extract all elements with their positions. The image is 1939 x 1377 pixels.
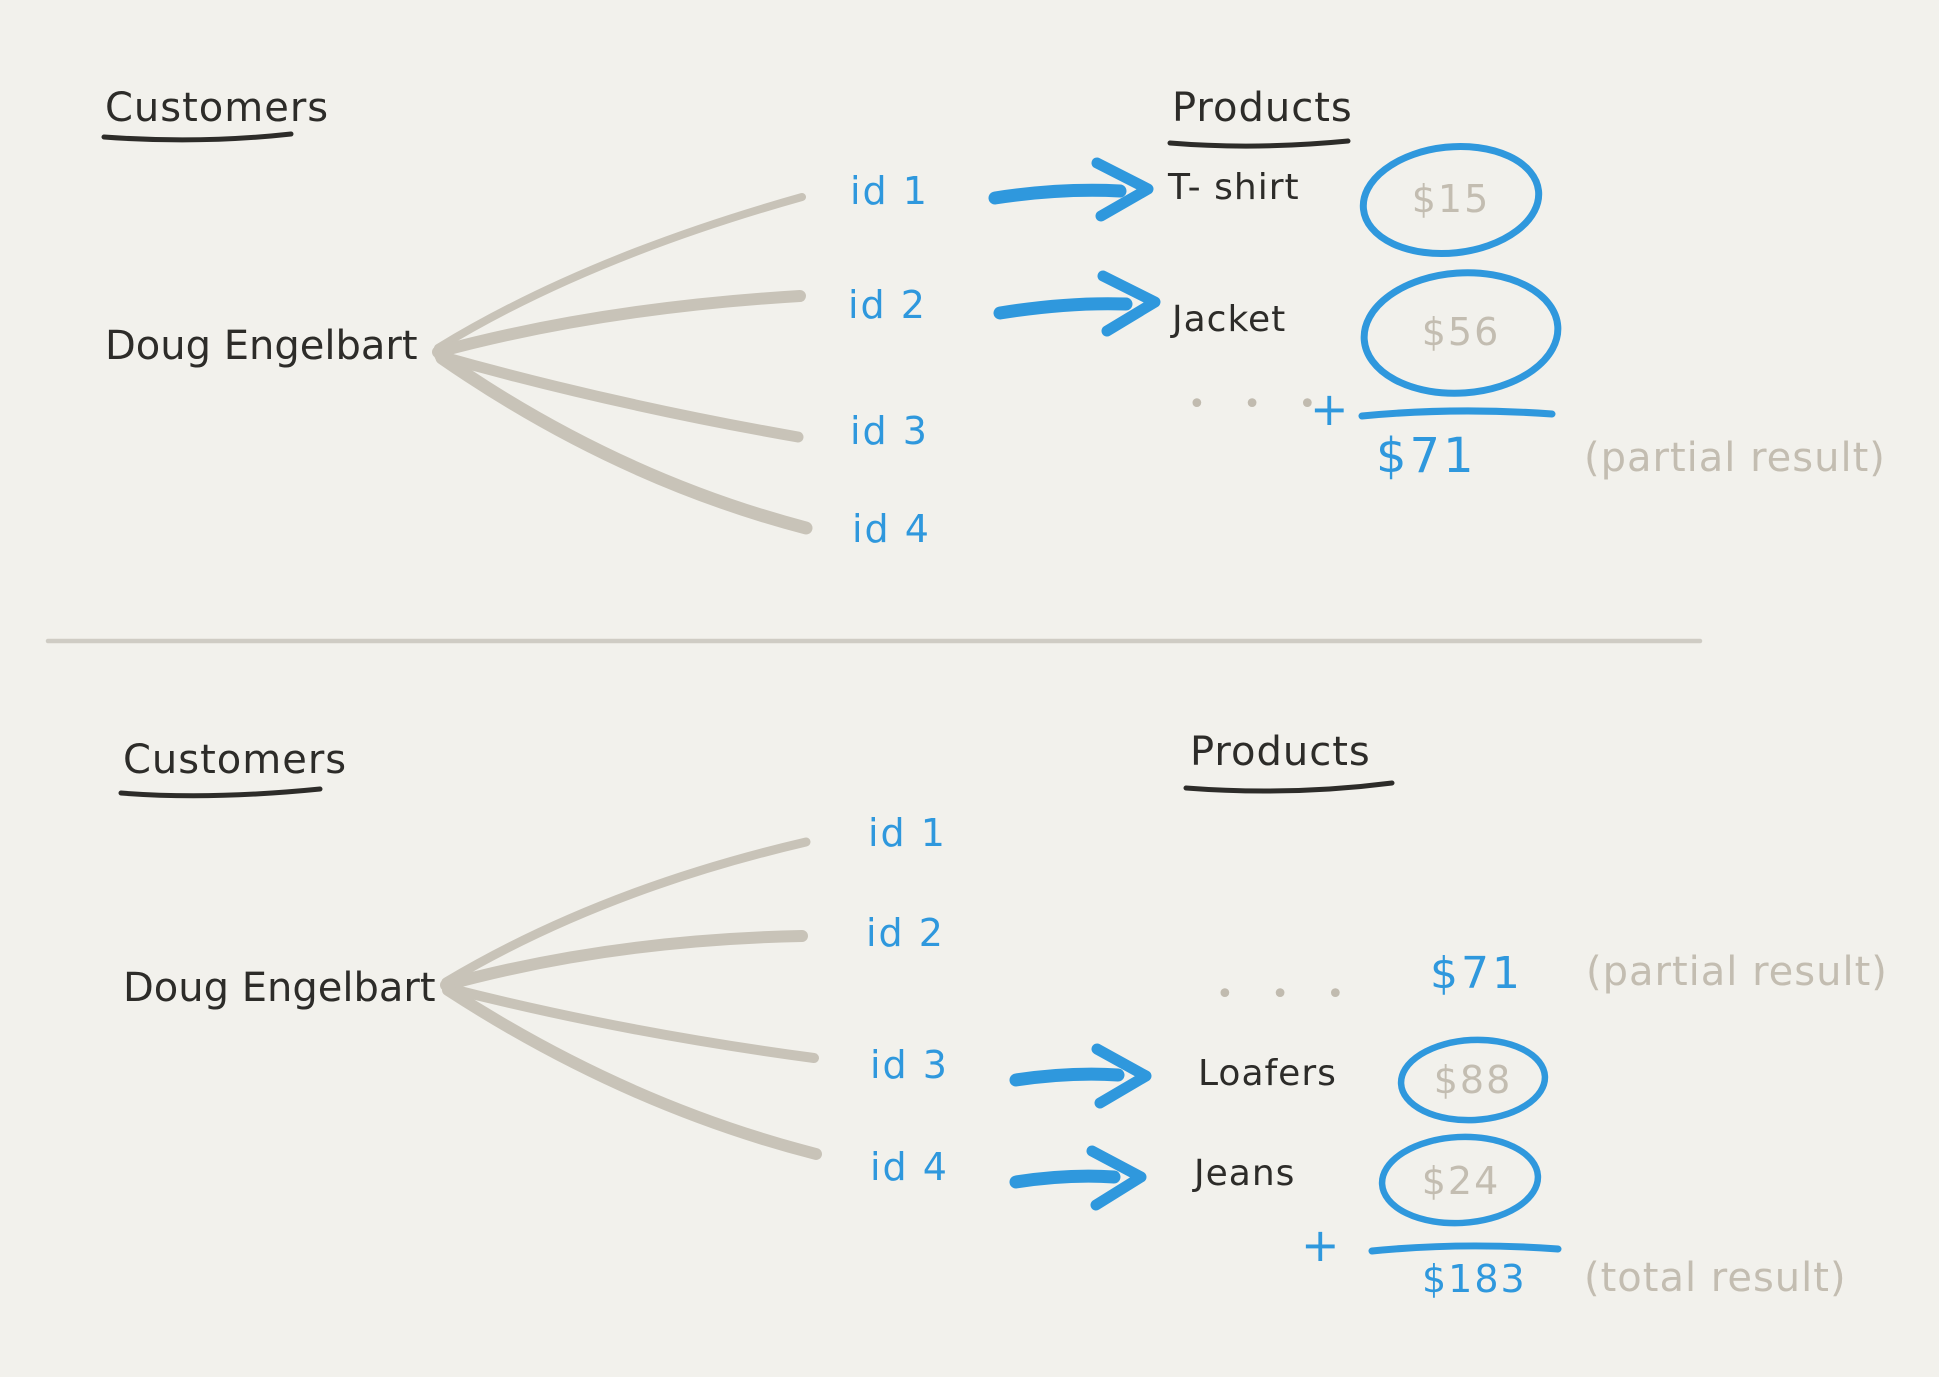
id4-label-bottom: id 4: [870, 1145, 949, 1189]
plus-sign-bottom: +: [1301, 1218, 1340, 1272]
id3-label-top: id 3: [850, 409, 929, 453]
arrow-id4-jeans: [1009, 1145, 1147, 1211]
underline-products-top: [1167, 138, 1351, 149]
price-tshirt: $15: [1411, 177, 1491, 221]
partial-result-note-top: (partial result): [1584, 435, 1886, 481]
total-result-note: (total result): [1584, 1255, 1847, 1301]
product-jacket: Jacket: [1172, 299, 1287, 340]
sum-line-top: [1358, 407, 1556, 420]
customer-name-top: Doug Engelbart: [105, 323, 418, 369]
sum-line-bottom: [1368, 1242, 1562, 1255]
circle-price-24: [1378, 1133, 1542, 1227]
fan-curve-bottom-id3: [443, 983, 819, 1063]
customers-heading-top: Customers: [105, 85, 330, 131]
customers-heading-bottom: Customers: [123, 737, 348, 783]
carry-sum-value: $71: [1430, 948, 1523, 999]
price-jeans: $24: [1421, 1159, 1501, 1203]
fan-curve-bottom-id2: [440, 930, 808, 991]
fan-curve-top-id1: [434, 193, 806, 352]
ellipsis-dots-bottom: • • •: [1216, 977, 1359, 1012]
circle-price-56: [1360, 269, 1562, 397]
underline-customers-bottom: [118, 786, 323, 799]
id2-label-bottom: id 2: [866, 911, 945, 955]
arrow-id1-tshirt: [988, 157, 1154, 222]
ellipsis-dots-top: • • •: [1188, 387, 1331, 422]
underline-customers-top: [101, 131, 294, 143]
price-loafers: $88: [1433, 1058, 1513, 1102]
arrow-id3-loafers: [1009, 1043, 1152, 1109]
id1-label-top: id 1: [850, 169, 929, 213]
id4-label-top: id 4: [852, 507, 931, 551]
products-heading-bottom: Products: [1190, 729, 1371, 775]
partial-result-note-bottom: (partial result): [1586, 949, 1888, 995]
products-heading-top: Products: [1172, 85, 1353, 131]
arrow-id2-jacket: [993, 270, 1161, 337]
price-jacket: $56: [1421, 310, 1501, 354]
id2-label-top: id 2: [848, 283, 927, 327]
circle-price-15: [1359, 142, 1543, 258]
plus-sign-top: +: [1310, 382, 1349, 436]
product-loafers: Loafers: [1198, 1053, 1337, 1094]
customer-name-bottom: Doug Engelbart: [123, 965, 436, 1011]
fan-curve-top-id4: [435, 351, 813, 535]
underline-products-bottom: [1183, 780, 1395, 794]
fan-curve-top-id2: [432, 290, 806, 358]
fan-curve-bottom-id4: [442, 984, 822, 1160]
fan-curve-bottom-id1: [441, 837, 811, 987]
id1-label-bottom: id 1: [868, 811, 947, 855]
product-jeans: Jeans: [1194, 1153, 1296, 1194]
circle-price-88: [1397, 1036, 1549, 1124]
total-sum-value: $183: [1422, 1257, 1527, 1301]
product-tshirt: T- shirt: [1168, 167, 1300, 208]
id3-label-bottom: id 3: [870, 1043, 949, 1087]
fan-curve-top-id3: [434, 350, 804, 443]
partial-sum-value: $71: [1376, 428, 1477, 484]
